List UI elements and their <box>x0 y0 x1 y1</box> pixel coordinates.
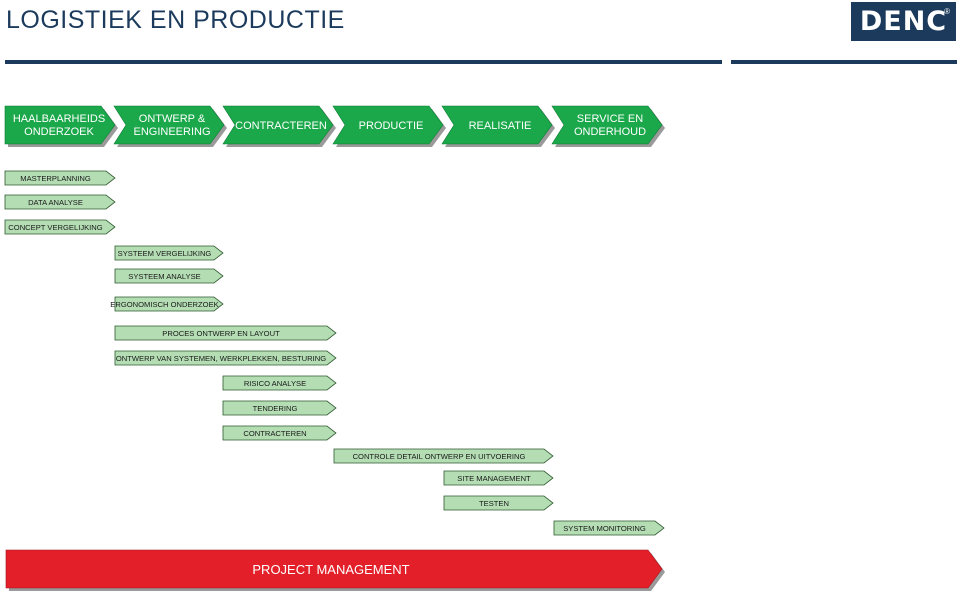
task-arrow <box>114 245 224 261</box>
registered-mark: ® <box>944 7 950 16</box>
task-arrow <box>443 470 554 486</box>
task-arrow <box>4 194 116 210</box>
task-label: SYSTEEM ANALYSE <box>128 272 200 281</box>
task-arrow <box>4 170 116 186</box>
phase-5: REALISATIE <box>441 105 555 147</box>
task-bar: SYSTEM MONITORING <box>553 520 665 536</box>
task-bar: CONCEPT VERGELIJKING <box>4 219 116 235</box>
phase-label-line1: HAALBAARHEIDS <box>13 113 105 125</box>
task-label: RISICO ANALYSE <box>244 379 306 388</box>
task-bar: SITE MANAGEMENT <box>443 470 554 486</box>
project-management-bar: PROJECT MANAGEMENT <box>5 549 665 591</box>
task-label: TESTEN <box>479 499 509 508</box>
header-rule-right <box>731 60 957 64</box>
task-label: ONTWERP VAN SYSTEMEN, WERKPLEKKEN, BESTU… <box>116 354 326 363</box>
task-label: MASTERPLANNING <box>20 174 91 183</box>
phase-label-line2: ONDERHOUD <box>574 126 646 138</box>
task-bar: SYSTEEM VERGELIJKING <box>114 245 224 261</box>
task-arrow <box>114 350 337 366</box>
task-label: PROCES ONTWERP EN LAYOUT <box>162 329 280 338</box>
task-label: SYSTEEM VERGELIJKING <box>118 249 212 258</box>
task-arrow <box>333 448 554 464</box>
task-bar: RISICO ANALYSE <box>222 375 337 391</box>
phase-label: REALISATIE <box>469 120 532 132</box>
project-bar-label: PROJECT MANAGEMENT <box>252 562 409 577</box>
phase-label: CONTRACTEREN <box>235 120 327 132</box>
task-arrow <box>4 219 116 235</box>
task-label: CONTRACTEREN <box>243 429 306 438</box>
task-bar: SYSTEEM ANALYSE <box>114 268 224 284</box>
project-bar-arrow <box>5 549 663 589</box>
task-bar: MASTERPLANNING <box>4 170 116 186</box>
task-bar: DATA ANALYSE <box>4 194 116 210</box>
phase-chevron <box>332 105 444 145</box>
phase-label: PRODUCTIE <box>359 120 424 132</box>
task-arrow <box>553 520 665 536</box>
phase-chevron <box>222 105 334 145</box>
logo-wordmark: DENC <box>859 6 948 37</box>
task-arrow <box>222 425 337 441</box>
task-arrow <box>222 375 337 391</box>
phase-4: PRODUCTIE <box>332 105 446 147</box>
task-bar: TENDERING <box>222 400 337 416</box>
phase-3: CONTRACTEREN <box>222 105 336 147</box>
denc-logo: DENC ® <box>851 2 956 41</box>
phase-label-line1: ONTWERP & <box>139 113 206 125</box>
task-arrow <box>222 400 337 416</box>
task-label: CONCEPT VERGELIJKING <box>8 223 102 232</box>
task-arrow <box>114 325 337 341</box>
phase-2: ONTWERP &ENGINEERING <box>113 105 227 147</box>
phase-label: ONTWERP &ENGINEERING <box>133 113 210 138</box>
phase-chevron <box>441 105 553 145</box>
task-bar: PROCES ONTWERP EN LAYOUT <box>114 325 337 341</box>
task-bar: ERGONOMISCH ONDERZOEK <box>110 296 224 312</box>
page-title: LOGISTIEK EN PRODUCTIE <box>6 6 345 34</box>
task-arrow <box>443 495 554 511</box>
phase-label-line1: SERVICE EN <box>577 113 643 125</box>
task-arrow <box>114 296 224 312</box>
task-label: CONTROLE DETAIL ONTWERP EN UITVOERING <box>353 452 526 461</box>
phase-chevron <box>4 105 116 145</box>
phase-label-line2: ENGINEERING <box>133 126 210 138</box>
task-label: SYSTEM MONITORING <box>563 524 646 533</box>
task-arrow <box>114 268 224 284</box>
task-label: SITE MANAGEMENT <box>457 474 531 483</box>
task-label: ERGONOMISCH ONDERZOEK <box>110 300 218 309</box>
task-bar: CONTRACTEREN <box>222 425 337 441</box>
phase-chevron <box>551 105 663 145</box>
header-rule-left <box>5 60 722 64</box>
task-label: DATA ANALYSE <box>28 198 83 207</box>
phase-chevron <box>113 105 225 145</box>
task-label: TENDERING <box>253 404 298 413</box>
task-bar: TESTEN <box>443 495 554 511</box>
phase-label-line2: ONDERZOEK <box>24 126 94 138</box>
task-bar: CONTROLE DETAIL ONTWERP EN UITVOERING <box>333 448 554 464</box>
task-bar: ONTWERP VAN SYSTEMEN, WERKPLEKKEN, BESTU… <box>114 350 337 366</box>
